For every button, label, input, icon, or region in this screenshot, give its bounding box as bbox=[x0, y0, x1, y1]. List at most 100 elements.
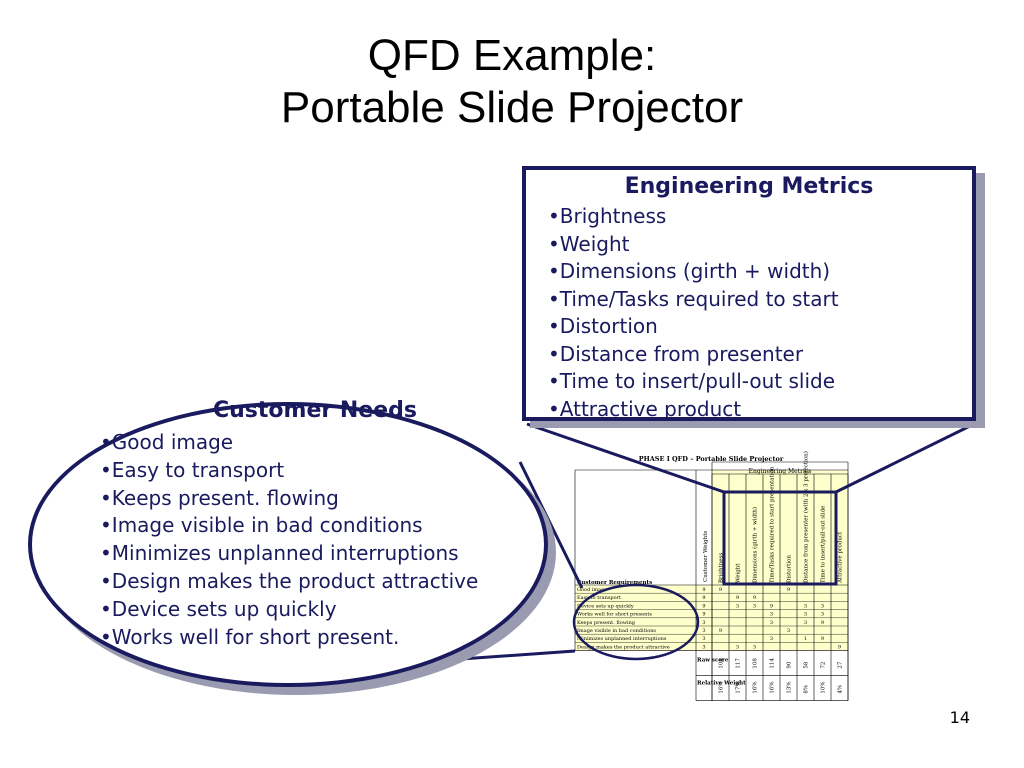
weight-cell: 3 bbox=[702, 636, 705, 642]
metric-column-label: Time to insert/pull-out slide bbox=[821, 506, 827, 583]
matrix-cell: 9 bbox=[736, 595, 739, 601]
customer-item: •Image visible in bad conditions bbox=[100, 513, 423, 538]
requirement-label: Works well for short presents bbox=[577, 612, 652, 618]
requirement-label: Good image bbox=[577, 587, 607, 593]
metrics-highlight-box bbox=[722, 490, 838, 586]
engineering-item: •Dimensions (girth + width) bbox=[548, 259, 831, 283]
engineering-heading: Engineering Metrics bbox=[624, 174, 874, 199]
weight-cell: 9 bbox=[702, 612, 705, 618]
matrix-cell: 3 bbox=[804, 620, 807, 626]
metric-column-label: Distortion bbox=[787, 555, 793, 583]
raw-score-cell: 72 bbox=[821, 662, 827, 669]
matrix-cell: 3 bbox=[736, 644, 739, 650]
customer-item: •Design makes the product attractive bbox=[100, 568, 479, 593]
slide-title: QFD Example: Portable Slide Projector bbox=[0, 30, 1024, 134]
requirements-highlight-ellipse bbox=[572, 583, 700, 661]
matrix-cell: 3 bbox=[821, 612, 824, 618]
weight-cell: 3 bbox=[702, 628, 705, 634]
relative-weight-cell: 16% bbox=[753, 681, 759, 693]
raw-score-cell: 90 bbox=[787, 661, 793, 668]
metric-column-label: Weight bbox=[736, 563, 742, 583]
table-row bbox=[575, 626, 848, 635]
title-line-1: QFD Example: bbox=[367, 31, 657, 80]
engineering-item: •Attractive product bbox=[548, 396, 742, 421]
customer-item: •Good image bbox=[100, 430, 234, 454]
matrix-cell: 1 bbox=[804, 636, 807, 642]
weight-cell: 3 bbox=[702, 620, 705, 626]
metric-column-label: Brightness bbox=[719, 553, 725, 583]
relative-weight-cell: 8% bbox=[804, 685, 810, 694]
relative-weight-cell: 10% bbox=[821, 681, 827, 693]
raw-score-cell: 108 bbox=[753, 658, 759, 669]
customer-item: •Works well for short present. bbox=[100, 624, 400, 649]
requirement-label: Image visible in bad conditions bbox=[577, 628, 656, 634]
callout-line-right bbox=[835, 422, 975, 494]
table-row bbox=[575, 593, 848, 602]
raw-score-cell: 117 bbox=[736, 658, 742, 669]
matrix-cell: 3 bbox=[753, 644, 756, 650]
table-row bbox=[575, 634, 848, 643]
requirement-label: Minimizes unplanned interruptions bbox=[577, 636, 667, 642]
engineering-metrics-box: Engineering Metrics •Brightness •Weight … bbox=[522, 166, 976, 421]
customer-item: •Minimizes unplanned interruptions bbox=[100, 541, 459, 566]
matrix-cell: 9 bbox=[719, 628, 722, 634]
matrix-cell: 3 bbox=[770, 636, 773, 642]
matrix-cell: 9 bbox=[719, 587, 722, 593]
engineering-item: •Brightness bbox=[548, 204, 667, 228]
engineering-item: •Distance from presenter bbox=[548, 341, 804, 366]
requirement-label: Easy to transport bbox=[577, 595, 621, 601]
matrix-cell: 3 bbox=[787, 628, 790, 634]
relative-weight-cell: 13% bbox=[787, 681, 793, 693]
matrix-cell: 9 bbox=[770, 603, 773, 609]
matrix-cell: 9 bbox=[821, 636, 824, 642]
relative-weight-cell: 16% bbox=[770, 681, 776, 693]
requirement-label: Design makes the product attractive bbox=[577, 644, 670, 650]
raw-score-cell: 27 bbox=[838, 661, 844, 668]
table-row bbox=[575, 642, 848, 651]
matrix-cell: 3 bbox=[821, 603, 824, 609]
metric-column-label: Time/Tasks required to start presentatio… bbox=[770, 466, 776, 583]
engineering-item: •Time to insert/pull-out slide bbox=[548, 369, 836, 393]
requirement-label: Device sets up quickly bbox=[577, 603, 634, 609]
weight-cell: 3 bbox=[702, 644, 705, 650]
engineering-list: •Brightness •Weight •Dimensions (girth +… bbox=[548, 203, 839, 423]
customer-weights-header: Customer Weights bbox=[703, 531, 709, 582]
qfd-title: PHASE I QFD – Portable Slide Projector bbox=[639, 455, 784, 463]
matrix-cell: 9 bbox=[787, 587, 790, 593]
eng-metrics-header: Engineering Metrics bbox=[749, 468, 812, 475]
raw-score-cell: 58 bbox=[804, 661, 810, 668]
raw-score-label: Raw score bbox=[697, 658, 729, 664]
relative-weight-cell: 16% bbox=[719, 681, 725, 693]
relative-weight-cell: 17% bbox=[736, 681, 742, 693]
relative-weight-cell: 4% bbox=[838, 685, 844, 694]
weight-cell: 9 bbox=[702, 587, 705, 593]
matrix-cell: 3 bbox=[804, 603, 807, 609]
customer-item: •Device sets up quickly bbox=[100, 596, 337, 621]
table-row bbox=[575, 585, 848, 594]
weight-cell: 9 bbox=[702, 603, 705, 609]
matrix-cell: 3 bbox=[753, 603, 756, 609]
matrix-cell: 3 bbox=[736, 603, 739, 609]
matrix-cell: 3 bbox=[770, 620, 773, 626]
customer-heading: Customer Needs bbox=[213, 398, 417, 423]
table-row bbox=[575, 601, 848, 610]
title-line-2: Portable Slide Projector bbox=[280, 83, 744, 132]
qfd-grid: PHASE I QFD – Portable Slide ProjectorEn… bbox=[572, 451, 849, 701]
table-row bbox=[575, 609, 848, 618]
customer-list: •Good image •Easy to transport •Keeps pr… bbox=[100, 429, 478, 651]
engineering-item: •Weight bbox=[548, 231, 630, 256]
customer-requirements-header: Customer Requirements bbox=[577, 580, 652, 586]
metric-column-label: Distance from presenter (with 2 x 3 proj… bbox=[803, 451, 810, 583]
engineering-item: •Time/Tasks required to start bbox=[548, 286, 839, 311]
metric-column-label: Attractive product bbox=[838, 531, 844, 584]
metric-column-label: Dimensions (girth + width) bbox=[752, 507, 759, 583]
matrix-cell: 3 bbox=[804, 612, 807, 618]
relative-weight-label: Relative Weight bbox=[697, 681, 746, 687]
customer-needs-ellipse bbox=[28, 402, 548, 687]
customer-item: •Easy to transport bbox=[100, 457, 285, 482]
callout-line-left bbox=[526, 422, 725, 494]
raw-score-cell: 108 bbox=[719, 658, 725, 669]
engineering-item: •Distortion bbox=[548, 314, 658, 338]
customer-item: •Keeps present. flowing bbox=[100, 485, 339, 510]
